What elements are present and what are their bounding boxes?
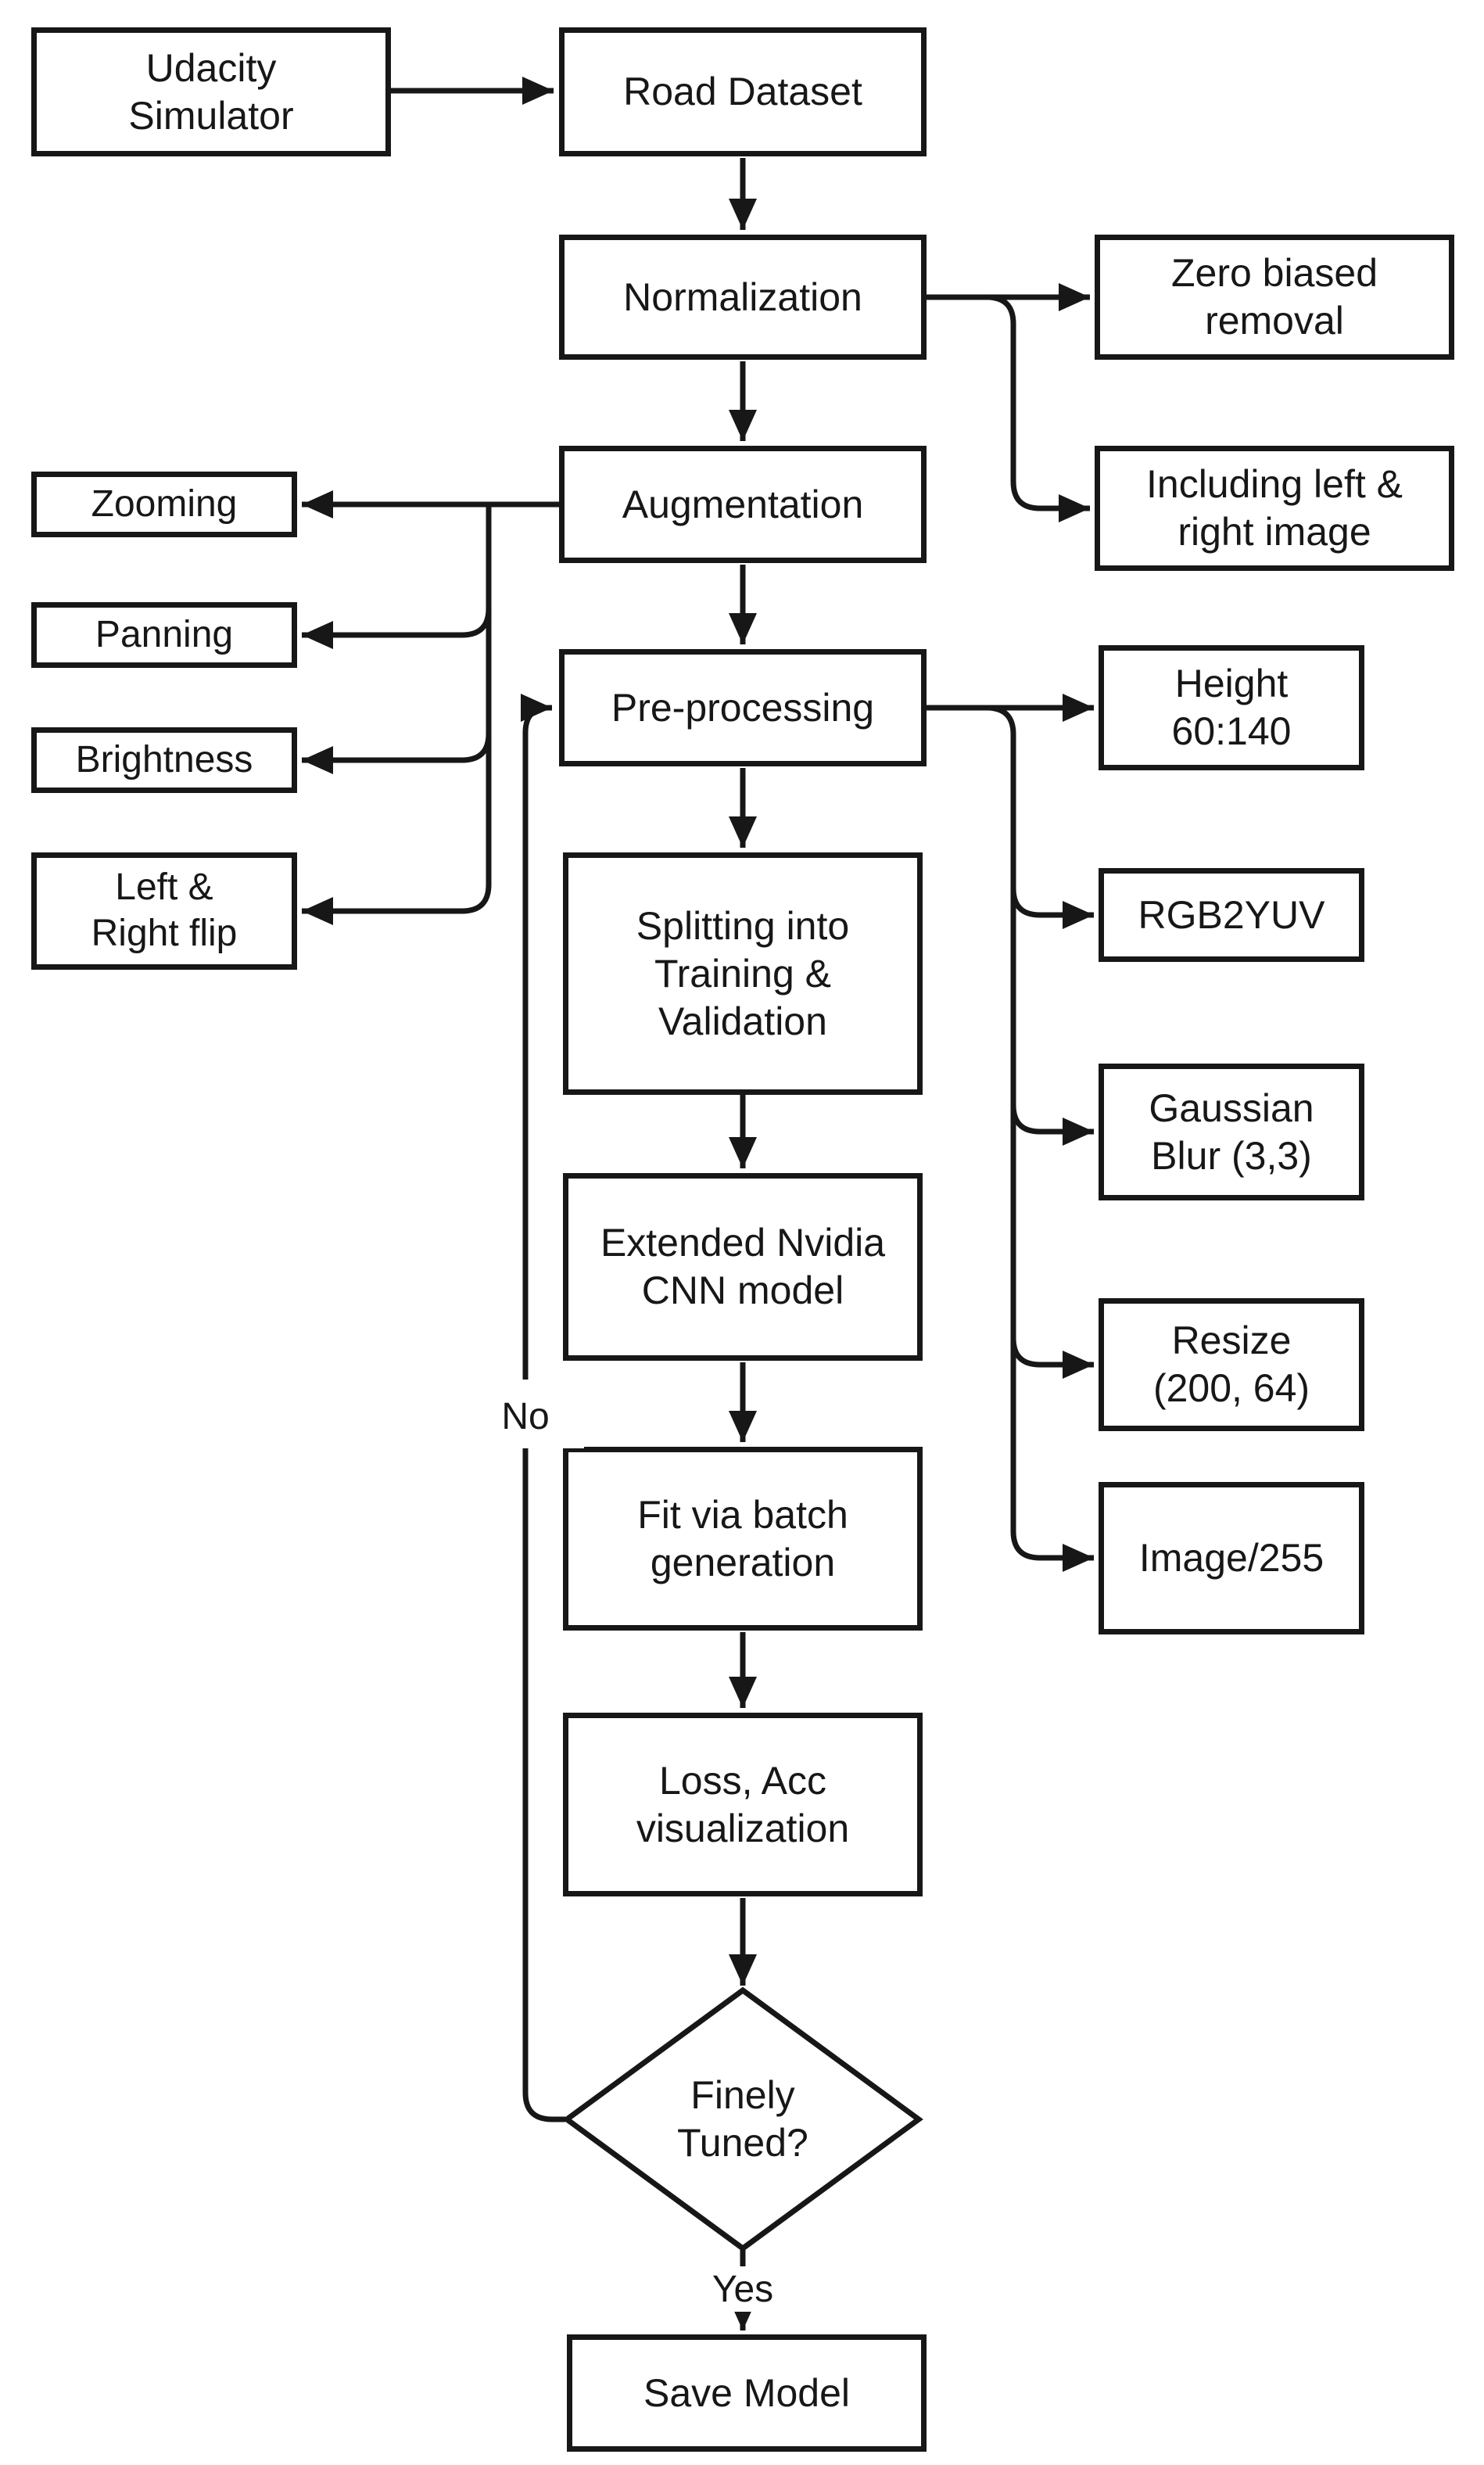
node-splitting-training-validation: Splitting into Training & Validation <box>563 852 923 1095</box>
node-label: Save Model <box>643 2370 851 2415</box>
node-height-60-140: Height 60:140 <box>1099 645 1364 770</box>
edge-normalization-including <box>986 294 1090 522</box>
node-image-255: Image/255 <box>1099 1482 1364 1634</box>
edge-label-yes: Yes <box>680 2268 805 2312</box>
node-label: Splitting into Training & Validation <box>636 903 850 1043</box>
node-label: Including left & right image <box>1146 462 1403 554</box>
node-label: Gaussian Blur (3,3) <box>1149 1085 1314 1178</box>
node-label: Height 60:140 <box>1171 662 1292 753</box>
node-including-left-right-image: Including left & right image <box>1095 446 1454 571</box>
node-label: Image/255 <box>1138 1536 1324 1580</box>
connectors <box>302 77 1094 2330</box>
node-label: Pre-processing <box>611 685 875 730</box>
node-panning: Panning <box>31 602 297 668</box>
node-save-model: Save Model <box>567 2334 927 2452</box>
edge-augmentation-panning <box>302 608 492 649</box>
node-brightness: Brightness <box>31 727 297 793</box>
edge-no-loop-lower <box>522 1448 565 2122</box>
node-zooming: Zooming <box>31 472 297 537</box>
node-label: Left & Right flip <box>91 867 238 954</box>
node-pre-processing: Pre-processing <box>559 649 927 766</box>
node-finely-tuned-label: Finely Tuned? <box>677 2073 808 2165</box>
node-label: Normalization <box>623 274 862 319</box>
node-label: RGB2YUV <box>1138 892 1325 937</box>
edge-augmentation-brightness <box>302 733 492 774</box>
edge-preprocessing-image255 <box>986 705 1094 1572</box>
node-label: Resize (200, 64) <box>1152 1319 1310 1410</box>
node-road-dataset: Road Dataset <box>559 27 927 156</box>
edge-preprocessing-gaussian <box>1010 1104 1094 1146</box>
node-label: Udacity Simulator <box>128 45 294 138</box>
node-loss-acc-visualization: Loss, Acc visualization <box>563 1713 923 1896</box>
edge-augmentation-flip <box>302 504 492 925</box>
node-label: Augmentation <box>622 482 864 526</box>
node-resize: Resize (200, 64) <box>1099 1298 1364 1431</box>
node-extended-nvidia-cnn: Extended Nvidia CNN model <box>563 1173 923 1361</box>
node-fit-batch-generation: Fit via batch generation <box>563 1447 923 1631</box>
node-label: Panning <box>95 613 234 655</box>
node-rgb2yuv: RGB2YUV <box>1099 868 1364 962</box>
node-label: Loss, Acc visualization <box>636 1758 850 1850</box>
node-normalization: Normalization <box>559 235 927 360</box>
node-label: Brightness <box>75 738 253 780</box>
node-label: Zero biased removal <box>1170 251 1378 343</box>
node-label: Road Dataset <box>623 70 862 113</box>
node-label: Extended Nvidia CNN model <box>600 1221 886 1312</box>
edge-preprocessing-rgb2yuv <box>1010 888 1094 929</box>
node-label: Zooming <box>91 483 238 525</box>
node-augmentation: Augmentation <box>559 446 927 563</box>
node-label: Fit via batch generation <box>637 1492 848 1584</box>
node-left-right-flip: Left & Right flip <box>31 852 297 970</box>
node-zero-biased-removal: Zero biased removal <box>1095 235 1454 360</box>
node-udacity-simulator: Udacity Simulator <box>31 27 391 156</box>
node-gaussian-blur: Gaussian Blur (3,3) <box>1099 1064 1364 1200</box>
edge-label-no: No <box>467 1386 584 1448</box>
edge-no-loop-upper <box>521 694 552 1380</box>
decision-diamond-shape <box>562 1986 923 2252</box>
edge-preprocessing-resize <box>1010 1337 1094 1379</box>
